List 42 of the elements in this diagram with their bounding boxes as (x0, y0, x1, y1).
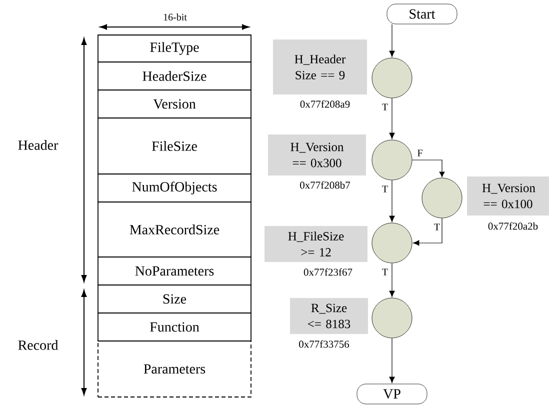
edge-label: T (382, 268, 388, 276)
section-label: Header (18, 140, 58, 150)
field-box: FileSize (98, 118, 252, 174)
condition-label-box: H_FileSize >= 12 (264, 226, 368, 262)
arrow (389, 50, 395, 57)
arrow (389, 338, 395, 383)
terminal-box: Start (386, 4, 458, 24)
address-label: 0x77f23f67 (304, 268, 352, 276)
field-box: NoParameters (98, 256, 252, 286)
address-label: 0x77f208a9 (300, 100, 350, 108)
address-label: 0x77f208b7 (300, 181, 350, 189)
edge-label: F (418, 150, 422, 156)
condition-label-box: R_Size <= 8183 (290, 298, 368, 334)
section-label: Record (18, 340, 58, 350)
condition-circle (372, 140, 412, 180)
condition-label-box: H_Version == 0x300 (268, 134, 366, 176)
arrow (389, 98, 395, 139)
field-box: HeaderSize (98, 62, 252, 90)
arrow (389, 262, 395, 297)
edge-label: T (382, 186, 388, 192)
condition-circle (372, 298, 412, 338)
field-box: FileType (98, 34, 252, 62)
arrow (389, 180, 395, 222)
field-box: Version (98, 90, 252, 118)
address-label: 0x77f33756 (299, 340, 350, 348)
condition-label-box: H_Version == 0x100 (467, 176, 549, 216)
condition-circle (372, 222, 412, 264)
terminal-box: VP (356, 384, 428, 404)
address-label: 0x77f20a2b (488, 222, 538, 230)
edge-label: T (434, 224, 440, 230)
condition-circle (372, 58, 412, 98)
edge-label: T (382, 104, 388, 110)
condition-label-box: H_Header Size == 9 (273, 40, 367, 94)
condition-circle (422, 178, 462, 218)
field-box: Size (98, 284, 252, 314)
field-box: NumOfObjects (98, 174, 252, 202)
dimension-label: 16-bit (164, 13, 187, 20)
arrow (413, 218, 442, 246)
arrow (412, 160, 445, 178)
field-box: MaxRecordSize (98, 202, 252, 258)
field-box: Function (98, 312, 252, 342)
field-box: Parameters (98, 340, 252, 398)
